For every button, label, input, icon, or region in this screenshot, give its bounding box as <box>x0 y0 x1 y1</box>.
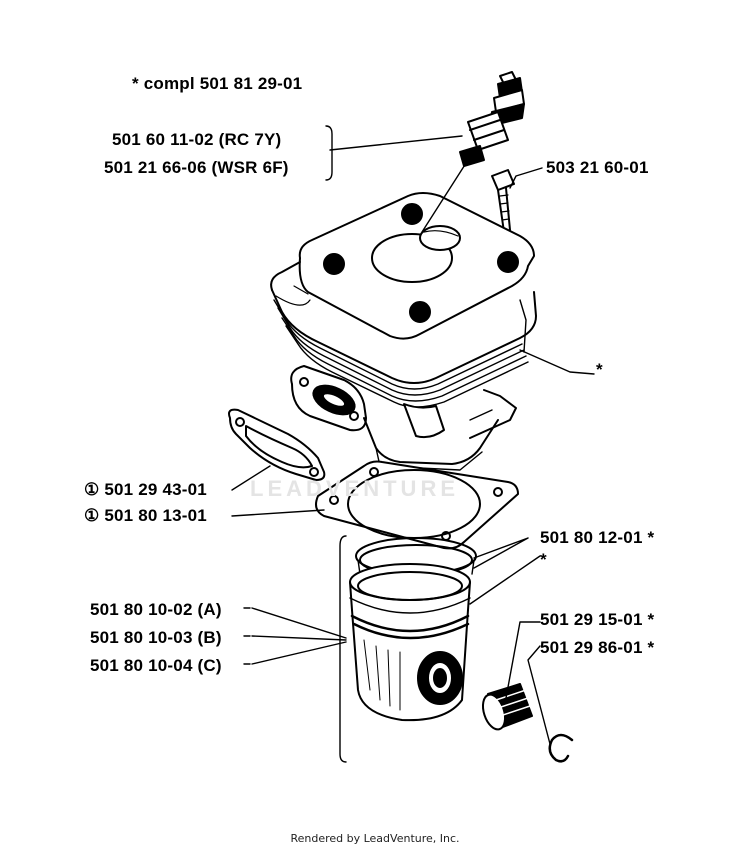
intake-gasket <box>228 408 326 481</box>
piston <box>349 563 471 722</box>
watermark: LEADVENTURE <box>250 476 460 501</box>
circlip <box>548 733 574 763</box>
label-spark-plug-1: 501 60 11-02 (RC 7Y) <box>112 130 282 149</box>
label-spark-plug-2: 501 21 66-06 (WSR 6F) <box>104 158 289 177</box>
label-piston-ring: 501 80 12-01 * <box>540 528 655 547</box>
leader-lines <box>231 135 595 745</box>
label-piston-b: 501 80 10-03 (B) <box>90 628 222 647</box>
label-screw: 503 21 60-01 <box>546 158 649 177</box>
label-base-gasket: ① 501 80 13-01 <box>84 506 207 525</box>
label-piston-pin: 501 29 15-01 * <box>540 610 655 629</box>
spark-plug <box>459 71 525 167</box>
needle-bearing <box>481 683 533 731</box>
label-intake-gasket: ① 501 29 43-01 <box>84 480 207 499</box>
label-circlip: 501 29 86-01 * <box>540 638 655 657</box>
label-cylinder-star: * <box>596 360 603 379</box>
label-compl: * compl 501 81 29-01 <box>132 74 303 93</box>
cylinder <box>270 192 537 471</box>
label-ring-star: * <box>540 550 547 569</box>
screw <box>491 169 515 233</box>
brackets <box>243 125 347 763</box>
label-piston-c: 501 80 10-04 (C) <box>90 656 222 675</box>
base-gasket <box>315 460 519 550</box>
label-piston-a: 501 80 10-02 (A) <box>90 600 222 619</box>
footer-credit: Rendered by LeadVenture, Inc. <box>290 832 460 845</box>
